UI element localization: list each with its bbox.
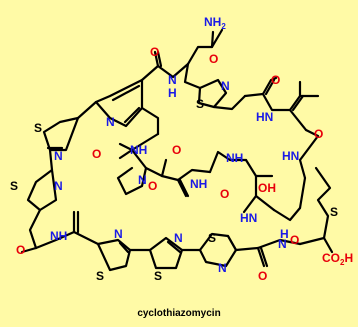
atom-o-top-left: O: [150, 45, 159, 59]
atom-s-bot3: S: [208, 231, 216, 245]
atom-s-left-top: S: [34, 121, 42, 135]
atom-s-bot1: S: [96, 269, 104, 283]
atom-o-center: O: [172, 143, 181, 157]
atom-h-top: H: [168, 86, 177, 100]
atom-n-bot3: N: [218, 261, 227, 275]
atom-n-bot-amide: N: [278, 237, 287, 251]
atom-nh-center: NH: [226, 151, 243, 165]
atom-n-left-top: N: [54, 149, 63, 163]
atom-n-mid: N: [138, 173, 147, 187]
atom-n-top: N: [168, 73, 177, 87]
atom-oh-mid: OH: [258, 181, 276, 195]
atom-hn-mid: HN: [240, 211, 257, 225]
atom-o-top-right: O: [271, 73, 280, 87]
atom-nh-left-mid: NH: [130, 143, 147, 157]
atom-o-right1: O: [314, 127, 323, 141]
atom-n-bot2: N: [174, 231, 183, 245]
figure-caption: cyclothiazomycin: [137, 308, 221, 319]
atom-labels: NH2 O O N H N S O HN O HN S N N O NH O N…: [10, 15, 353, 283]
atom-s-left-mid: S: [10, 179, 18, 193]
atom-nh2-top: NH2: [204, 15, 226, 31]
atom-hn-right2: HN: [282, 149, 299, 163]
atom-co2h: CO2H: [322, 251, 353, 267]
atom-h-bot-amide: H: [280, 227, 289, 241]
atom-nh-left-bot: NH: [50, 229, 67, 243]
atom-o-left-mid: O: [92, 147, 101, 161]
atom-s-top: S: [196, 97, 204, 111]
atom-nh-mid: NH: [190, 177, 207, 191]
atom-o-mid: O: [148, 179, 157, 193]
atom-o-bot: O: [258, 269, 267, 283]
atom-s-right: S: [330, 205, 338, 219]
atom-o-left-bot: O: [16, 243, 25, 257]
atom-o-top: O: [209, 52, 218, 66]
atom-o-mid2: O: [220, 187, 229, 201]
atom-hn-right: HN: [256, 110, 273, 124]
bond-skeleton: [20, 28, 334, 272]
atom-s-bot2: S: [154, 269, 162, 283]
atom-o-right3: O: [290, 233, 299, 247]
atom-n-pyridine: N: [106, 115, 115, 129]
atom-n-top-right: N: [221, 79, 230, 93]
atom-n-bot1: N: [114, 227, 123, 241]
atom-n-left-mid: N: [54, 179, 63, 193]
